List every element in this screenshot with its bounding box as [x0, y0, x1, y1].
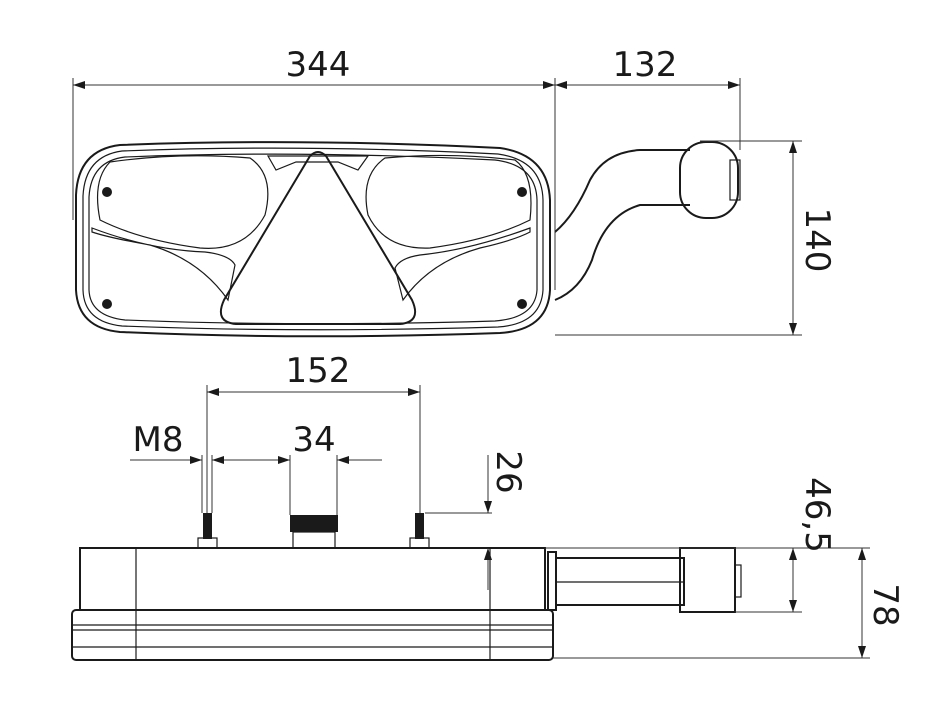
dim-total-depth: 78 [865, 583, 905, 626]
dim-bracket-length: 132 [613, 45, 678, 85]
dim-bolt-spacing: 152 [286, 351, 351, 391]
dim-overall-length: 344 [286, 45, 351, 85]
bolt-left [197, 513, 218, 549]
front-view [75, 141, 741, 338]
dim-connector-width: 34 [292, 420, 335, 460]
dim-thread: M8 [133, 420, 184, 460]
screw-icons [102, 187, 527, 309]
bolt-right [409, 513, 430, 549]
side-view [71, 513, 742, 661]
dim-bolt-length: 26 [488, 450, 528, 493]
connector [290, 515, 338, 549]
dim-height: 140 [797, 208, 837, 273]
dim-bracket-depth: 46,5 [797, 477, 837, 553]
dimension-lines [72, 78, 870, 659]
